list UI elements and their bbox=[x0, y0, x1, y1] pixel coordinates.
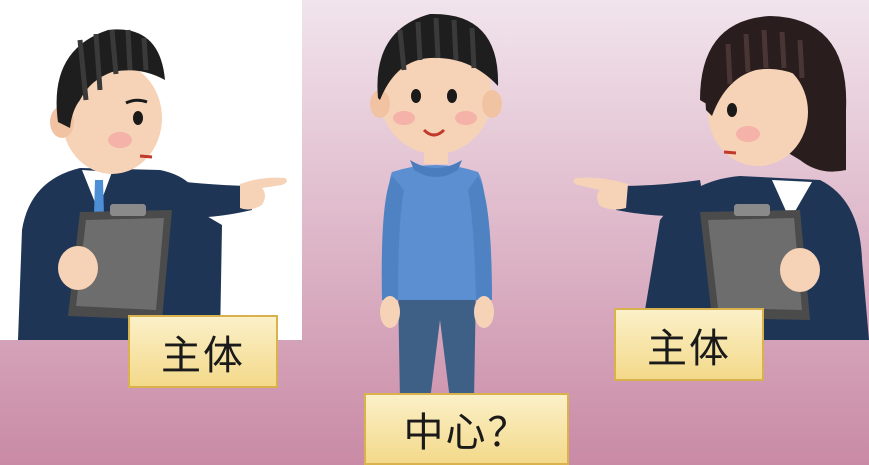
subject-label-right: 主体 bbox=[614, 308, 764, 381]
standing-man-icon bbox=[370, 13, 502, 400]
man-with-clipboard-icon bbox=[0, 0, 302, 340]
center-label: 中心？ bbox=[364, 393, 569, 465]
woman-with-clipboard-icon bbox=[573, 16, 869, 340]
subject-label-left: 主体 bbox=[128, 315, 278, 388]
